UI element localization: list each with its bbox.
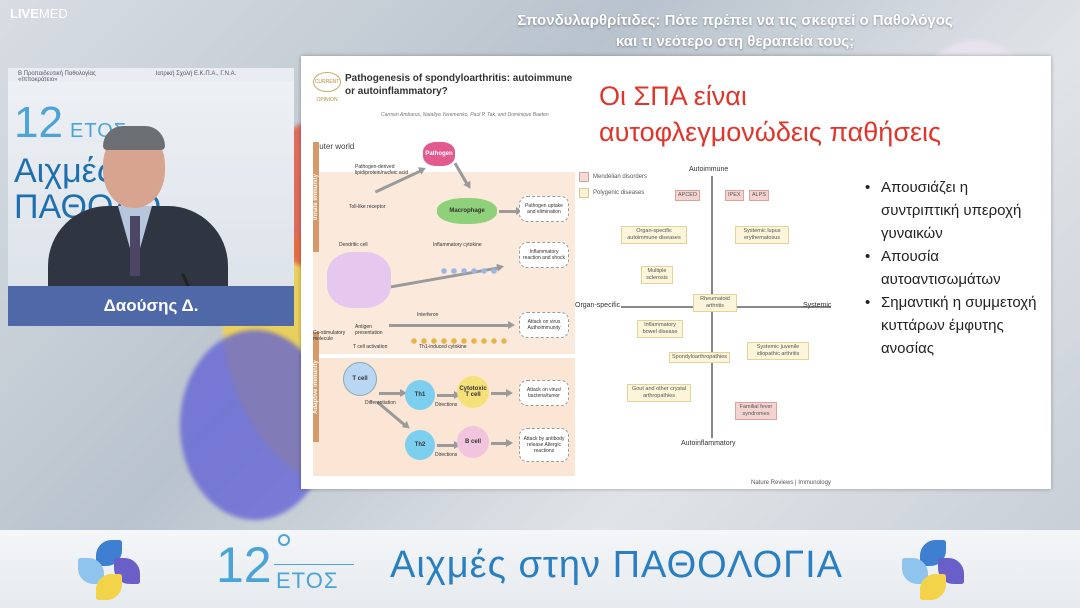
event-banner: 12 ΕΤΟΣ Αιχμές στην ΠΑΘΟΛΟΓΙΑ — [0, 530, 1080, 608]
legend-polygenic-label: Polygenic diseases — [593, 190, 645, 196]
box-fmf: Familial fever syndromes — [735, 402, 777, 420]
bullet-item: Σημαντική η συμμετοχή κυττάρων έμφυτης α… — [861, 291, 1046, 360]
legend-mendelian-label: Mendelian disorders — [593, 174, 648, 180]
speaker-figure — [48, 126, 228, 286]
banner-title: Αιχμές στην ΠΑΘΟΛΟΓΙΑ — [390, 544, 843, 586]
innate-immunity-label: Innate immunity — [313, 142, 319, 252]
outer-world-label: Outer world — [313, 142, 355, 151]
th1-cytokine-label: Th1-induced cytokine — [419, 344, 467, 350]
disease-spectrum-diagram: Mendelian disorders Polygenic diseases A… — [571, 162, 851, 452]
directions-label-2: Directions — [435, 452, 458, 458]
banner-number: 12 — [216, 537, 272, 593]
th1-cell: Th1 — [405, 380, 435, 410]
b-cell: B cell — [457, 426, 489, 458]
legend-polygenic: Polygenic diseases — [579, 188, 647, 198]
topic-line-2: και τι νεότερο στη θεραπεία τους; — [615, 33, 855, 50]
figure-authors: Carmen Ambarus, Nataliya Yeremenko, Paul… — [381, 112, 549, 118]
backdrop-strip-left: Β Προπαιδευτική Παθολογίας — [18, 71, 96, 77]
bullet-list: Απουσιάζει η συντριπτική υπεροχή γυναικώ… — [861, 176, 1046, 360]
journal-logo: CURRENT OPINION — [313, 72, 341, 103]
box-gout: Gout and other crystal arthropathies — [627, 384, 691, 402]
box-organ-specific: Organ-specific autoimmune diseases — [621, 226, 687, 244]
pamp-label: Pathogen-derived lipid/protein/nucleic a… — [355, 164, 409, 176]
directions-label-1: Directions — [435, 402, 458, 408]
slide-title-line-1: Οι ΣΠΑ είναι — [599, 81, 747, 111]
presentation-slide: CURRENT OPINION Pathogenesis of spondylo… — [301, 56, 1051, 489]
arrow-bcell-outcome — [491, 439, 513, 447]
cytokine-dots — [439, 268, 499, 274]
arrow-differentiation — [379, 389, 407, 397]
box-alps: ALPS — [749, 190, 770, 201]
diagram-legend: Mendelian disorders Polygenic diseases — [579, 172, 647, 204]
dendritic-label: Dendritic cell — [339, 242, 368, 248]
arrow-cyto-outcome — [491, 389, 513, 397]
speaker-tie — [130, 216, 140, 276]
antigen-label: Antigen presentation — [355, 324, 383, 336]
bullet-item: Απουσία αυτοαντισωμάτων — [861, 245, 1046, 291]
axis-bottom-label: Autoinflammatory — [681, 440, 736, 447]
th2-cell: Th2 — [405, 430, 435, 460]
topic-line-1: Σπονδυλαρθρίτιδες: Πότε πρέπει να τις σκ… — [517, 12, 953, 29]
outcome-attack-virus: Attack on virus Authoimmunity — [519, 312, 569, 338]
box-ibd: Inflammatory bowel disease — [637, 320, 683, 338]
box-ms: Multiple sclerosis — [641, 266, 673, 284]
differentiation-label: Differentiation — [365, 400, 396, 406]
pathogenesis-figure: CURRENT OPINION Pathogenesis of spondylo… — [309, 62, 579, 482]
axis-top-label: Autoimmune — [689, 166, 729, 173]
logo-live: LIVE — [10, 6, 39, 21]
bullet-item: Απουσιάζει η συντριπτική υπεροχή γυναικώ… — [861, 176, 1046, 245]
tlr-label: Toll-like receptor — [349, 204, 386, 210]
cytotoxic-t-cell: Cytotoxic T cell — [457, 376, 489, 408]
inflam-cytokine-label: Inflammatory cytokine — [433, 242, 482, 248]
tactivation-label: T cell activation — [353, 344, 388, 350]
petal — [920, 574, 946, 600]
arrow-th1-cyto — [437, 391, 461, 399]
backdrop-number: 12 — [14, 98, 63, 147]
macrophage-cell: Macrophage — [437, 198, 497, 224]
channel-logo: LIVEMED — [10, 6, 68, 21]
arrow-interferon — [389, 321, 515, 329]
flower-decoration-icon — [74, 536, 144, 602]
arrow-macrophage-outcome — [499, 207, 523, 215]
interferon-dots — [409, 338, 509, 344]
logo-med: MED — [38, 6, 68, 21]
slide-title: Οι ΣΠΑ είναι αυτοφλεγμονώδεις παθήσεις — [599, 78, 1039, 150]
banner-separator — [274, 564, 354, 565]
costim-label: Co-stimulatory molecule — [313, 330, 346, 342]
adaptive-immunity-label: Adaptive immunity — [313, 332, 319, 442]
outcome-antibody: Attack by antibody release Allergic reac… — [519, 428, 569, 462]
axis-right-label: Systemic — [803, 302, 832, 309]
banner-etos: ΕΤΟΣ — [276, 568, 339, 593]
box-apced: APCED — [675, 190, 700, 201]
dendritic-cell — [327, 252, 391, 308]
t-cell: T cell — [343, 362, 377, 396]
arrow-th2-bcell — [437, 441, 461, 449]
flower-decoration-icon — [898, 536, 968, 602]
petal — [96, 574, 122, 600]
legend-swatch-pink — [579, 172, 589, 182]
box-ipex: IPEX — [725, 190, 744, 201]
figure-title: Pathogenesis of spondyloarthritis: autoi… — [345, 73, 573, 97]
box-sle: Systemic lupus erythematosus — [735, 226, 789, 244]
speaker-name: Δαούσης Δ. — [8, 286, 294, 326]
speaker-hair — [103, 126, 165, 150]
legend-swatch-yellow — [579, 188, 589, 198]
legend-mendelian: Mendelian disorders — [579, 172, 647, 182]
interferon-label: Interferon — [417, 312, 439, 318]
box-ra: Rheumatoid arthritis — [693, 294, 737, 312]
box-sjia: Systemic juvenile idiopathic arthritis — [747, 342, 809, 360]
session-topic: Σπονδυλαρθρίτιδες: Πότε πρέπει να τις σκ… — [400, 10, 1070, 52]
outcome-attack-bacteria: Attack on virus/ bacteria/tumor — [519, 380, 569, 406]
box-spa: Spondyloarthropathies — [669, 352, 731, 363]
banner-ring-icon — [278, 534, 290, 546]
figure-source: Nature Reviews | Immunology — [751, 480, 831, 486]
pathogen-cell: Pathogen — [423, 142, 455, 166]
backdrop-strip-right: Ιατρική Σχολή Ε.Κ.Π.Α., Γ.Ν.Α. «Ιπποκράτ… — [18, 71, 237, 83]
slide-title-line-2: αυτοφλεγμονώδεις παθήσεις — [599, 117, 942, 147]
axis-left-label: Organ-specific — [575, 302, 621, 309]
outcome-uptake: Pathogen uptake and elimination — [519, 196, 569, 222]
outcome-inflammatory: Inflammatory reaction and shock — [519, 242, 569, 268]
